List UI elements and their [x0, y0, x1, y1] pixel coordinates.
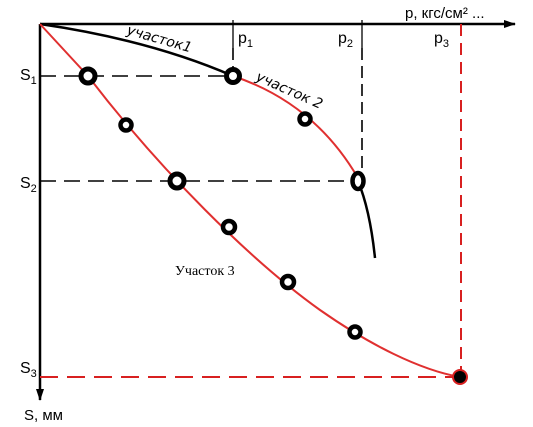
marker-p2-s2: [350, 170, 366, 192]
marker-seg3-b: [220, 218, 238, 236]
tick-label-p2: p2: [338, 30, 353, 50]
label-segment1: участок1: [124, 22, 194, 56]
marker-s2-seg3: [167, 171, 187, 191]
marker-s1-seg3: [78, 66, 98, 86]
tick-label-p3: p3: [434, 30, 449, 50]
label-segment3: Участок 3: [175, 264, 235, 279]
curve-segment1: [39, 22, 234, 78]
tick-label-p1: p1: [238, 30, 253, 50]
marker-p3-s3: [452, 369, 468, 385]
point-markers: [78, 66, 468, 385]
y-axis-label: S, мм: [24, 407, 63, 424]
marker-seg2-a: [297, 111, 313, 127]
curve-segment3: [39, 23, 461, 378]
marker-seg3-c: [279, 273, 297, 291]
marker-seg3-a: [118, 117, 134, 133]
tick-label-s3: S3: [20, 360, 37, 380]
marker-seg3-d: [347, 324, 363, 340]
tick-label-s2: S2: [20, 175, 37, 195]
tick-label-s1: S1: [20, 67, 37, 87]
marker-p1-s1: [224, 67, 242, 85]
curve-segment2-tail: [356, 180, 377, 259]
label-segment2: участок 2: [252, 69, 325, 113]
x-axis-label: p, кгс/см² ...: [405, 5, 485, 22]
